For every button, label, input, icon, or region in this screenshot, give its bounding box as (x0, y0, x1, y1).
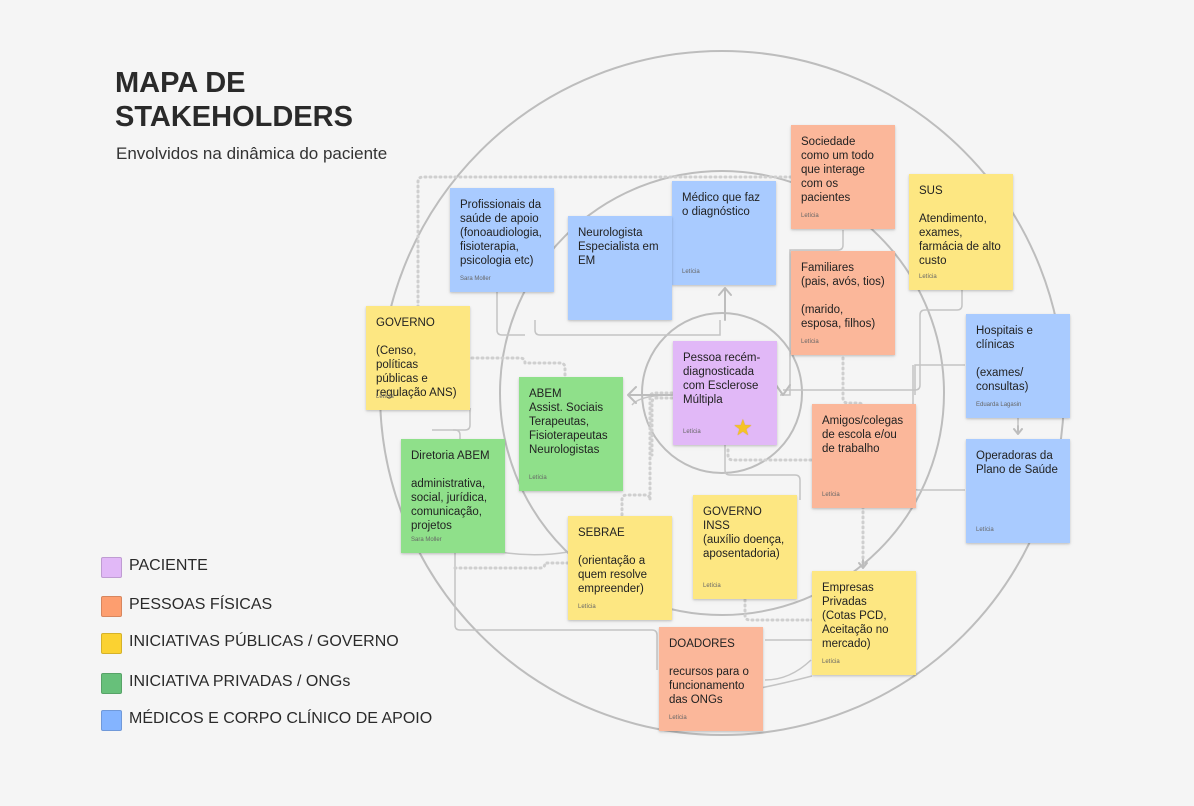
note-operadoras[interactable]: Operadoras da Plano de Saúde Letícia (966, 439, 1070, 543)
note-neurologista[interactable]: Neurologista Especialista em EM (568, 216, 672, 320)
legend-label: MÉDICOS E CORPO CLÍNICO DE APOIO (129, 710, 433, 727)
note-familiares[interactable]: Familiares (pais, avós, tios) (marido, e… (791, 251, 895, 355)
note-text: Empresas Privadas (Cotas PCD, Aceitação … (822, 582, 889, 650)
inner-ring (641, 312, 803, 474)
dotted-connector (416, 175, 794, 309)
note-text: Médico que faz o diagnóstico (682, 192, 760, 218)
note-text: Pessoa recém-diagnosticada com Esclerose… (683, 352, 761, 406)
legend-swatch (101, 596, 122, 617)
star-icon: ★ (733, 415, 753, 440)
legend-label: INICIATIVAS PÚBLICAS / GOVERNO (129, 633, 399, 650)
note-text: Sociedade como um todo que interage com … (801, 136, 874, 204)
note-text: Neurologista Especialista em EM (578, 227, 659, 267)
note-text: Operadoras da Plano de Saúde (976, 450, 1058, 476)
note-author: Letícia (376, 394, 394, 400)
dotted-connector (726, 448, 817, 462)
note-text: SEBRAE (orientação a quem resolve empree… (578, 527, 648, 595)
note-text: DOADORES recursos para o funcionamento d… (669, 638, 749, 706)
note-author: Letícia (822, 492, 840, 498)
note-text: Amigos/colegas de escola e/ou de trabalh… (822, 415, 904, 455)
note-text: Diretoria ABEM administrativa, social, j… (411, 450, 490, 532)
arrow-to-abem (627, 386, 673, 404)
connector-line (912, 365, 965, 491)
dotted-connector (453, 561, 570, 570)
legend-swatch (101, 710, 122, 731)
dotted-connector (650, 396, 674, 457)
note-text: SUS Atendimento, exames, farmácia de alt… (919, 185, 1001, 267)
page-title: MAPA DE STAKEHOLDERS (115, 67, 353, 133)
dotted-connector (743, 598, 814, 622)
note-text: GOVERNO (Censo, políticas públicas e reg… (376, 317, 457, 399)
note-amigos[interactable]: Amigos/colegas de escola e/ou de trabalh… (812, 404, 916, 508)
note-author: Sara Moller (411, 537, 442, 543)
legend-label: PESSOAS FÍSICAS (129, 596, 273, 613)
note-hospitais[interactable]: Hospitais e clínicas (exames/ consultas)… (966, 314, 1070, 418)
note-text: Hospitais e clínicas (exames/ consultas) (976, 325, 1033, 393)
arrow-down-operadoras (1013, 425, 1023, 435)
note-author: Letícia (801, 339, 819, 345)
arrow-to-medico (718, 287, 732, 321)
legend-label: INICIATIVA PRIVADAS / ONGs (129, 673, 351, 690)
note-profissionais[interactable]: Profissionais da saúde de apoio (fonoaud… (450, 188, 554, 292)
note-author: Sara Moller (460, 276, 491, 282)
connector-line (534, 320, 721, 336)
note-author: Letícia (976, 527, 994, 533)
dotted-connector (470, 356, 567, 380)
note-sociedade[interactable]: Sociedade como um todo que interage com … (791, 125, 895, 229)
note-sebrae[interactable]: SEBRAE (orientação a quem resolve empree… (568, 516, 672, 620)
connector-line (780, 230, 844, 396)
legend-swatch (101, 557, 122, 578)
note-governo[interactable]: GOVERNO (Censo, políticas públicas e reg… (366, 306, 470, 410)
note-text: Familiares (pais, avós, tios) (marido, e… (801, 262, 885, 330)
legend-label: PACIENTE (129, 557, 208, 574)
note-author: Letícia (529, 475, 547, 481)
connector-line (724, 445, 801, 500)
note-author: Letícia (801, 213, 819, 219)
arrow-down-empresas (858, 559, 868, 569)
dotted-connector (620, 391, 674, 517)
note-author: Letícia (669, 715, 687, 721)
connector-line (496, 290, 525, 336)
note-inss[interactable]: GOVERNO INSS (auxílio doença, aposentado… (693, 495, 797, 599)
note-text: ABEM Assist. Sociais Terapeutas, Fisiote… (529, 388, 608, 456)
note-text: Profissionais da saúde de apoio (fonoaud… (460, 199, 542, 267)
note-author: Letícia (822, 659, 840, 665)
connector-line (914, 364, 965, 395)
note-medico-diagnostico[interactable]: Médico que faz o diagnóstico Letícia (672, 181, 776, 285)
note-sus[interactable]: SUS Atendimento, exames, farmácia de alt… (909, 174, 1013, 290)
note-author: Eduarda Lagasin (976, 402, 1022, 408)
note-author: Letícia (703, 583, 721, 589)
connector-line (453, 408, 471, 431)
connector-line (783, 290, 963, 391)
arrow-to-familiares (775, 384, 791, 396)
note-empresas[interactable]: Empresas Privadas (Cotas PCD, Aceitação … (812, 571, 916, 675)
note-author: Letícia (578, 604, 596, 610)
connector-line (454, 545, 658, 670)
page-subtitle: Envolvidos na dinâmica do paciente (116, 144, 388, 163)
note-text: GOVERNO INSS (auxílio doença, aposentado… (703, 506, 785, 560)
connector-line (764, 659, 812, 681)
connector-line (432, 429, 461, 440)
note-author: Letícia (683, 429, 701, 435)
note-author: Letícia (682, 269, 700, 275)
note-paciente[interactable]: Pessoa recém-diagnosticada com Esclerose… (673, 341, 777, 445)
note-author: Letícia (919, 274, 937, 280)
note-diretoria[interactable]: Diretoria ABEM administrativa, social, j… (401, 439, 505, 553)
middle-ring (499, 170, 945, 616)
legend-swatch (101, 673, 122, 694)
note-abem[interactable]: ABEM Assist. Sociais Terapeutas, Fisiote… (519, 377, 623, 491)
note-doadores[interactable]: DOADORES recursos para o funcionamento d… (659, 627, 763, 731)
legend-swatch (101, 633, 122, 654)
